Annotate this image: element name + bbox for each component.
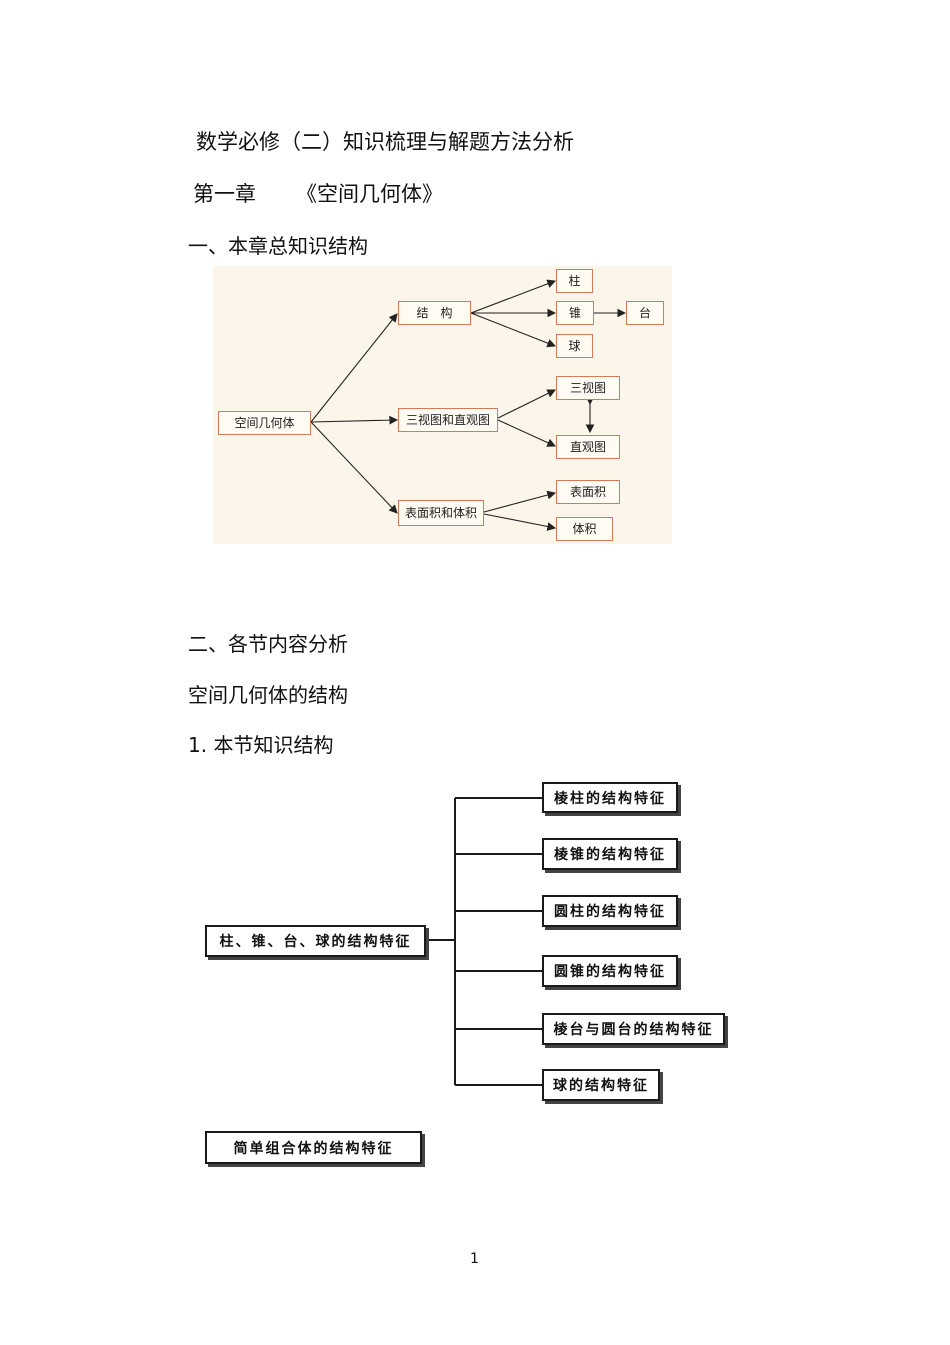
chapter-heading: 第一章 《空间几何体》 bbox=[193, 178, 443, 208]
node-root: 空间几何体 bbox=[218, 411, 311, 435]
node-intuitive-view: 直观图 bbox=[556, 435, 620, 459]
node-item-4: 圆锥的结构特征 bbox=[542, 955, 678, 987]
chapter-number: 第一章 bbox=[193, 182, 256, 206]
arrow-structure-prism bbox=[470, 279, 557, 314]
node-item-1: 棱柱的结构特征 bbox=[542, 782, 678, 813]
chapter-name: 《空间几何体》 bbox=[296, 182, 443, 206]
node-item-6: 球的结构特征 bbox=[542, 1069, 660, 1101]
diagram1-connectors bbox=[310, 279, 627, 531]
node-area-volume: 表面积和体积 bbox=[398, 500, 484, 526]
arrow-root-area bbox=[310, 421, 398, 514]
chapter-structure-diagram: 空间几何体 结 构 三视图和直观图 表面积和体积 柱 锥 台 球 三视图 直观图… bbox=[213, 266, 672, 544]
node-item-3: 圆柱的结构特征 bbox=[542, 895, 678, 927]
node-bottom: 简单组合体的结构特征 bbox=[205, 1131, 422, 1164]
page-number: 1 bbox=[470, 1251, 479, 1267]
node-volume: 体积 bbox=[556, 517, 613, 541]
node-sphere: 球 bbox=[556, 334, 593, 358]
node-frustum: 台 bbox=[626, 301, 664, 325]
arrow-views-intuitive bbox=[497, 419, 557, 447]
node-item-2: 棱锥的结构特征 bbox=[542, 838, 678, 870]
subsection-heading: 空间几何体的结构 bbox=[188, 683, 348, 707]
node-structure: 结 构 bbox=[398, 301, 471, 325]
node-cone: 锥 bbox=[556, 301, 594, 325]
node-views: 三视图和直观图 bbox=[398, 408, 498, 432]
arrow-root-structure bbox=[310, 313, 398, 423]
arrow-area-volume bbox=[483, 513, 557, 531]
section-heading-overview: 一、本章总知识结构 bbox=[188, 234, 368, 258]
document-title: 数学必修（二）知识梳理与解题方法分析 bbox=[196, 130, 574, 154]
node-root: 柱、锥、台、球的结构特征 bbox=[205, 925, 426, 957]
arrow-area-surface bbox=[483, 490, 557, 513]
diagram2-connectors bbox=[425, 797, 542, 1086]
section-heading-analysis: 二、各节内容分析 bbox=[188, 632, 348, 656]
node-surface-area: 表面积 bbox=[556, 480, 620, 504]
node-item-5: 棱台与圆台的结构特征 bbox=[542, 1013, 725, 1045]
arrow-structure-sphere bbox=[470, 312, 557, 348]
node-prism: 柱 bbox=[556, 269, 593, 293]
node-three-view: 三视图 bbox=[556, 376, 620, 400]
subsection-item-heading: 1. 本节知识结构 bbox=[188, 733, 334, 757]
section-structure-diagram: 柱、锥、台、球的结构特征 棱柱的结构特征 棱锥的结构特征 圆柱的结构特征 圆锥的… bbox=[200, 778, 732, 1170]
arrow-root-views bbox=[310, 415, 399, 425]
arrow-views-three bbox=[497, 389, 556, 419]
